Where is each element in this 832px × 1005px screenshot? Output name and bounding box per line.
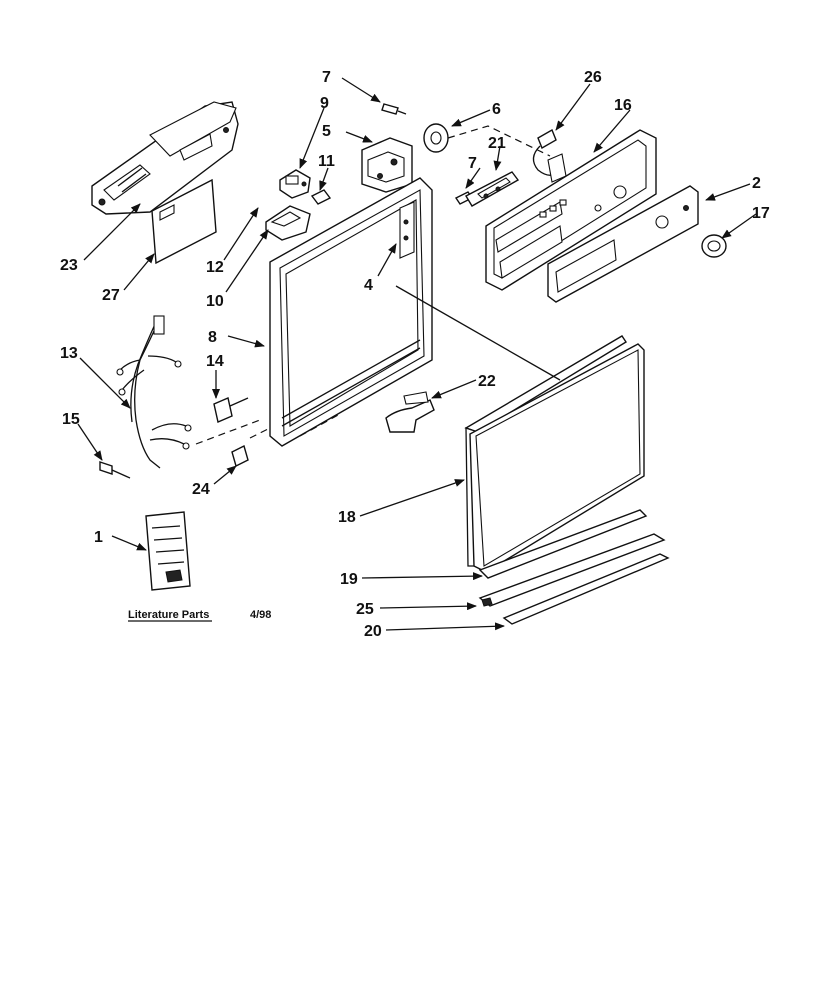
callout-21: 21: [488, 135, 506, 152]
callout-9: 9: [320, 95, 329, 112]
callout-17: 17: [752, 205, 770, 222]
part-17-knob: [701, 234, 727, 258]
callout-20: 20: [364, 623, 382, 640]
callout-1: 1: [94, 529, 103, 546]
callout-19: 19: [340, 571, 358, 588]
part-11-clip: [310, 189, 332, 205]
callout-26: 26: [584, 69, 602, 86]
part-1-literature: [145, 511, 191, 591]
callout-7-mid: 7: [468, 155, 477, 172]
part-16-control-panel: [485, 129, 657, 291]
part-10-latch: [265, 205, 311, 241]
part-13-wire-harness: [116, 315, 261, 469]
part-18-door-panel: [464, 335, 645, 573]
part-8-door-frame: [249, 177, 433, 447]
callout-labels: 7 6 26 16 9 5 21 11 7 2 17 23 27 12 4 10…: [60, 69, 770, 640]
callout-25: 25: [356, 601, 374, 618]
callout-11: 11: [318, 153, 335, 170]
part-23-console-bracket: [91, 101, 239, 215]
part-27-insulation: [151, 178, 217, 265]
callout-2: 2: [752, 175, 761, 192]
part-5-latch-assembly: [361, 137, 413, 193]
footer: Literature Parts 4/98: [128, 609, 271, 622]
callout-7-top: 7: [322, 69, 331, 86]
part-2-access-panel: [547, 185, 699, 303]
callout-14: 14: [206, 353, 224, 370]
part-9-switch: [279, 169, 311, 199]
dashed-guide-6: [447, 125, 551, 157]
part-20-bottom-rail: [502, 553, 670, 625]
part-6-cam: [423, 123, 449, 153]
callout-4: 4: [364, 277, 373, 294]
callout-27: 27: [102, 287, 120, 304]
callout-8: 8: [208, 329, 217, 346]
part-14-terminal: [213, 397, 249, 423]
part-22-hinge-clip: [385, 391, 435, 433]
part-21-bracket: [465, 171, 520, 207]
callout-5: 5: [322, 123, 331, 140]
callout-22: 22: [478, 373, 496, 390]
part-19-trim-strip: [478, 509, 648, 579]
callout-10: 10: [206, 293, 224, 310]
part-25-bottom-trim: [478, 533, 666, 607]
callout-15: 15: [62, 411, 80, 428]
part-15-screw: [99, 461, 131, 479]
part-26-connector: [532, 128, 567, 183]
callout-16: 16: [614, 97, 632, 114]
callout-23: 23: [60, 257, 78, 274]
callout-12: 12: [206, 259, 224, 276]
leader-lines: [77, 77, 757, 631]
part-7-screw-top: [381, 103, 407, 115]
callout-6: 6: [492, 101, 501, 118]
literature-parts-label: Literature Parts: [128, 609, 209, 621]
control-buttons: [539, 199, 567, 218]
part-24-clip: [231, 444, 249, 468]
callout-18: 18: [338, 509, 356, 526]
callout-24: 24: [192, 481, 210, 498]
callout-13: 13: [60, 345, 78, 362]
date-code: 4/98: [250, 609, 271, 621]
